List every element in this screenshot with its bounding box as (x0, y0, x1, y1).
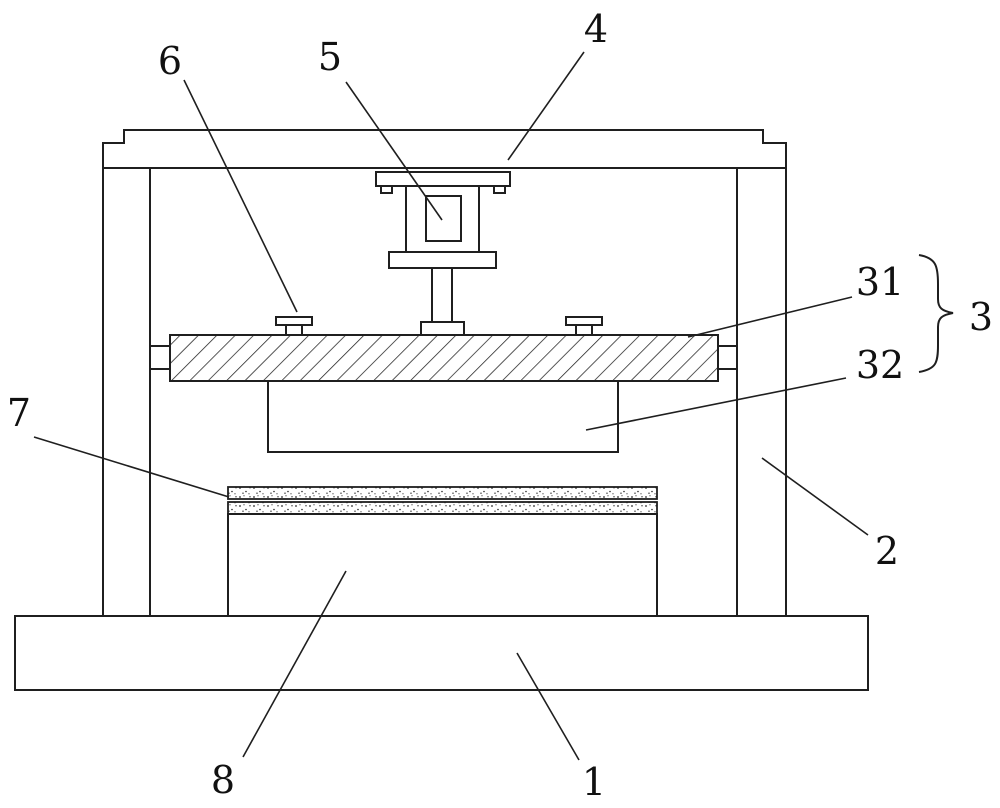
bolt-stem (575, 324, 593, 336)
cylinder-inner-window (425, 195, 462, 242)
press-plate-hatched (169, 334, 719, 382)
plate-bolt-left (275, 316, 313, 336)
label-part-7: 7 (7, 391, 31, 435)
leader-line-8 (242, 570, 347, 758)
leader-line-31 (687, 296, 853, 338)
plate-guide-tab-right (717, 345, 738, 370)
label-part-8: 8 (211, 758, 235, 802)
plate-bolt-right (565, 316, 603, 336)
group-brace-3 (918, 254, 954, 373)
bolt-cap (275, 316, 313, 326)
leader-line-7 (33, 436, 230, 498)
leader-line-6 (183, 79, 298, 313)
top-beam (102, 129, 787, 169)
frame-column-left (102, 167, 151, 617)
bolt-stem (285, 324, 303, 336)
label-part-6: 6 (158, 39, 182, 83)
label-part-3: 3 (969, 295, 993, 339)
label-part-5: 5 (318, 35, 342, 79)
piston-rod (431, 267, 453, 323)
leader-line-4 (507, 51, 585, 161)
label-part-4: 4 (584, 7, 608, 51)
press-cylinder-assembly (375, 171, 511, 336)
bolt-cap (565, 316, 603, 326)
workpiece-layer-top (227, 486, 658, 500)
workpiece-layer-bottom (227, 501, 658, 515)
label-part-31: 31 (856, 260, 904, 304)
leader-line-32 (585, 377, 847, 431)
leader-line-5 (345, 81, 443, 221)
workpiece-layers (227, 486, 658, 515)
leader-line-1 (516, 652, 580, 761)
cylinder-bottom-flange (388, 251, 497, 269)
label-part-1: 1 (582, 760, 606, 804)
leader-line-2 (761, 457, 869, 536)
plate-guide-tab-left (149, 345, 171, 370)
label-part-32: 32 (856, 343, 904, 387)
worktable-block (227, 513, 658, 617)
label-part-2: 2 (875, 529, 899, 573)
cylinder-top-flange (375, 171, 511, 187)
flange-bolt-right (493, 185, 506, 194)
flange-bolt-left (380, 185, 393, 194)
base-plate (14, 615, 869, 691)
press-head-block (267, 380, 619, 453)
rod-coupler (420, 321, 465, 336)
